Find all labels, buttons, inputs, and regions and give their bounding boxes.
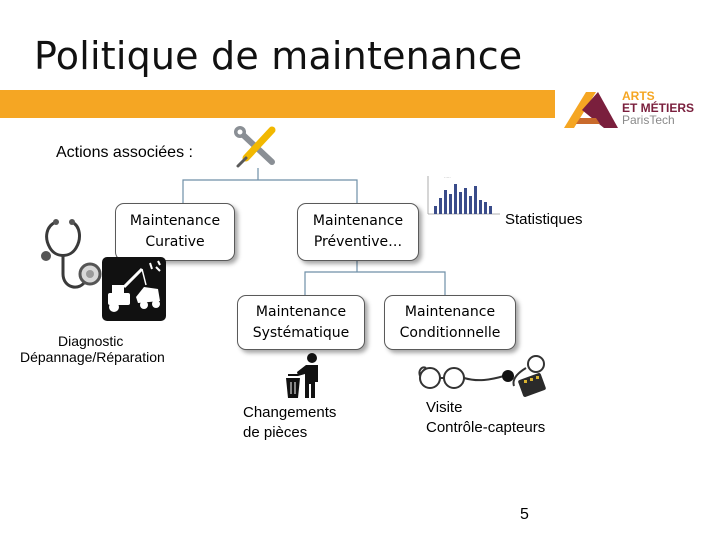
slide-title: Politique de maintenance [34,34,523,78]
stethoscope-icon [41,219,102,289]
trash-person-icon [286,353,318,398]
label-depannage-reparation: Dépannage/Réparation [20,349,165,365]
wrench-screwdriver-icon [234,126,276,168]
label-changements: Changements [243,404,337,421]
node-maintenance-preventive[interactable]: Maintenance Préventive… [297,203,419,261]
svg-text:·····: ····· [444,175,451,180]
node-maintenance-conditionnelle[interactable]: Maintenance Conditionnelle [384,295,516,350]
node-curative-line1: Maintenance [129,213,221,229]
node-conditionnelle-line2: Conditionnelle [399,324,501,341]
logo-line-paristech: ParisTech [622,113,675,127]
node-systematique-line1: Maintenance [255,303,347,320]
statistics-chart-icon: ····· [427,175,500,215]
node-conditionnelle-line1: Maintenance [404,303,496,320]
node-preventive-line2: Préventive… [313,234,403,250]
label-diagnostic: Diagnostic [58,333,124,349]
node-systematique-line2: Systématique [252,324,350,341]
logo-line-metiers: ET MÉTIERS [622,101,695,115]
sensor-devices-icon [418,355,546,397]
label-de-pieces: de pièces [243,424,308,441]
header-accent-bar [0,90,555,118]
page-number: 5 [520,506,529,523]
arts-et-metiers-logo: ARTS ET MÉTIERS ParisTech [560,84,720,134]
label-controle-capteurs: Contrôle-capteurs [426,419,546,436]
actions-label: Actions associées : [56,144,193,161]
tow-truck-icon [102,257,166,321]
logo-mark-icon [564,92,618,128]
label-statistiques: Statistiques [505,211,583,228]
node-preventive-line1: Maintenance [312,213,404,229]
node-maintenance-systematique[interactable]: Maintenance Systématique [237,295,365,350]
logo-line-arts: ARTS [622,89,655,103]
node-curative-line2: Curative [145,234,205,250]
node-maintenance-curative[interactable]: Maintenance Curative [115,203,235,261]
label-visite: Visite [426,399,463,416]
